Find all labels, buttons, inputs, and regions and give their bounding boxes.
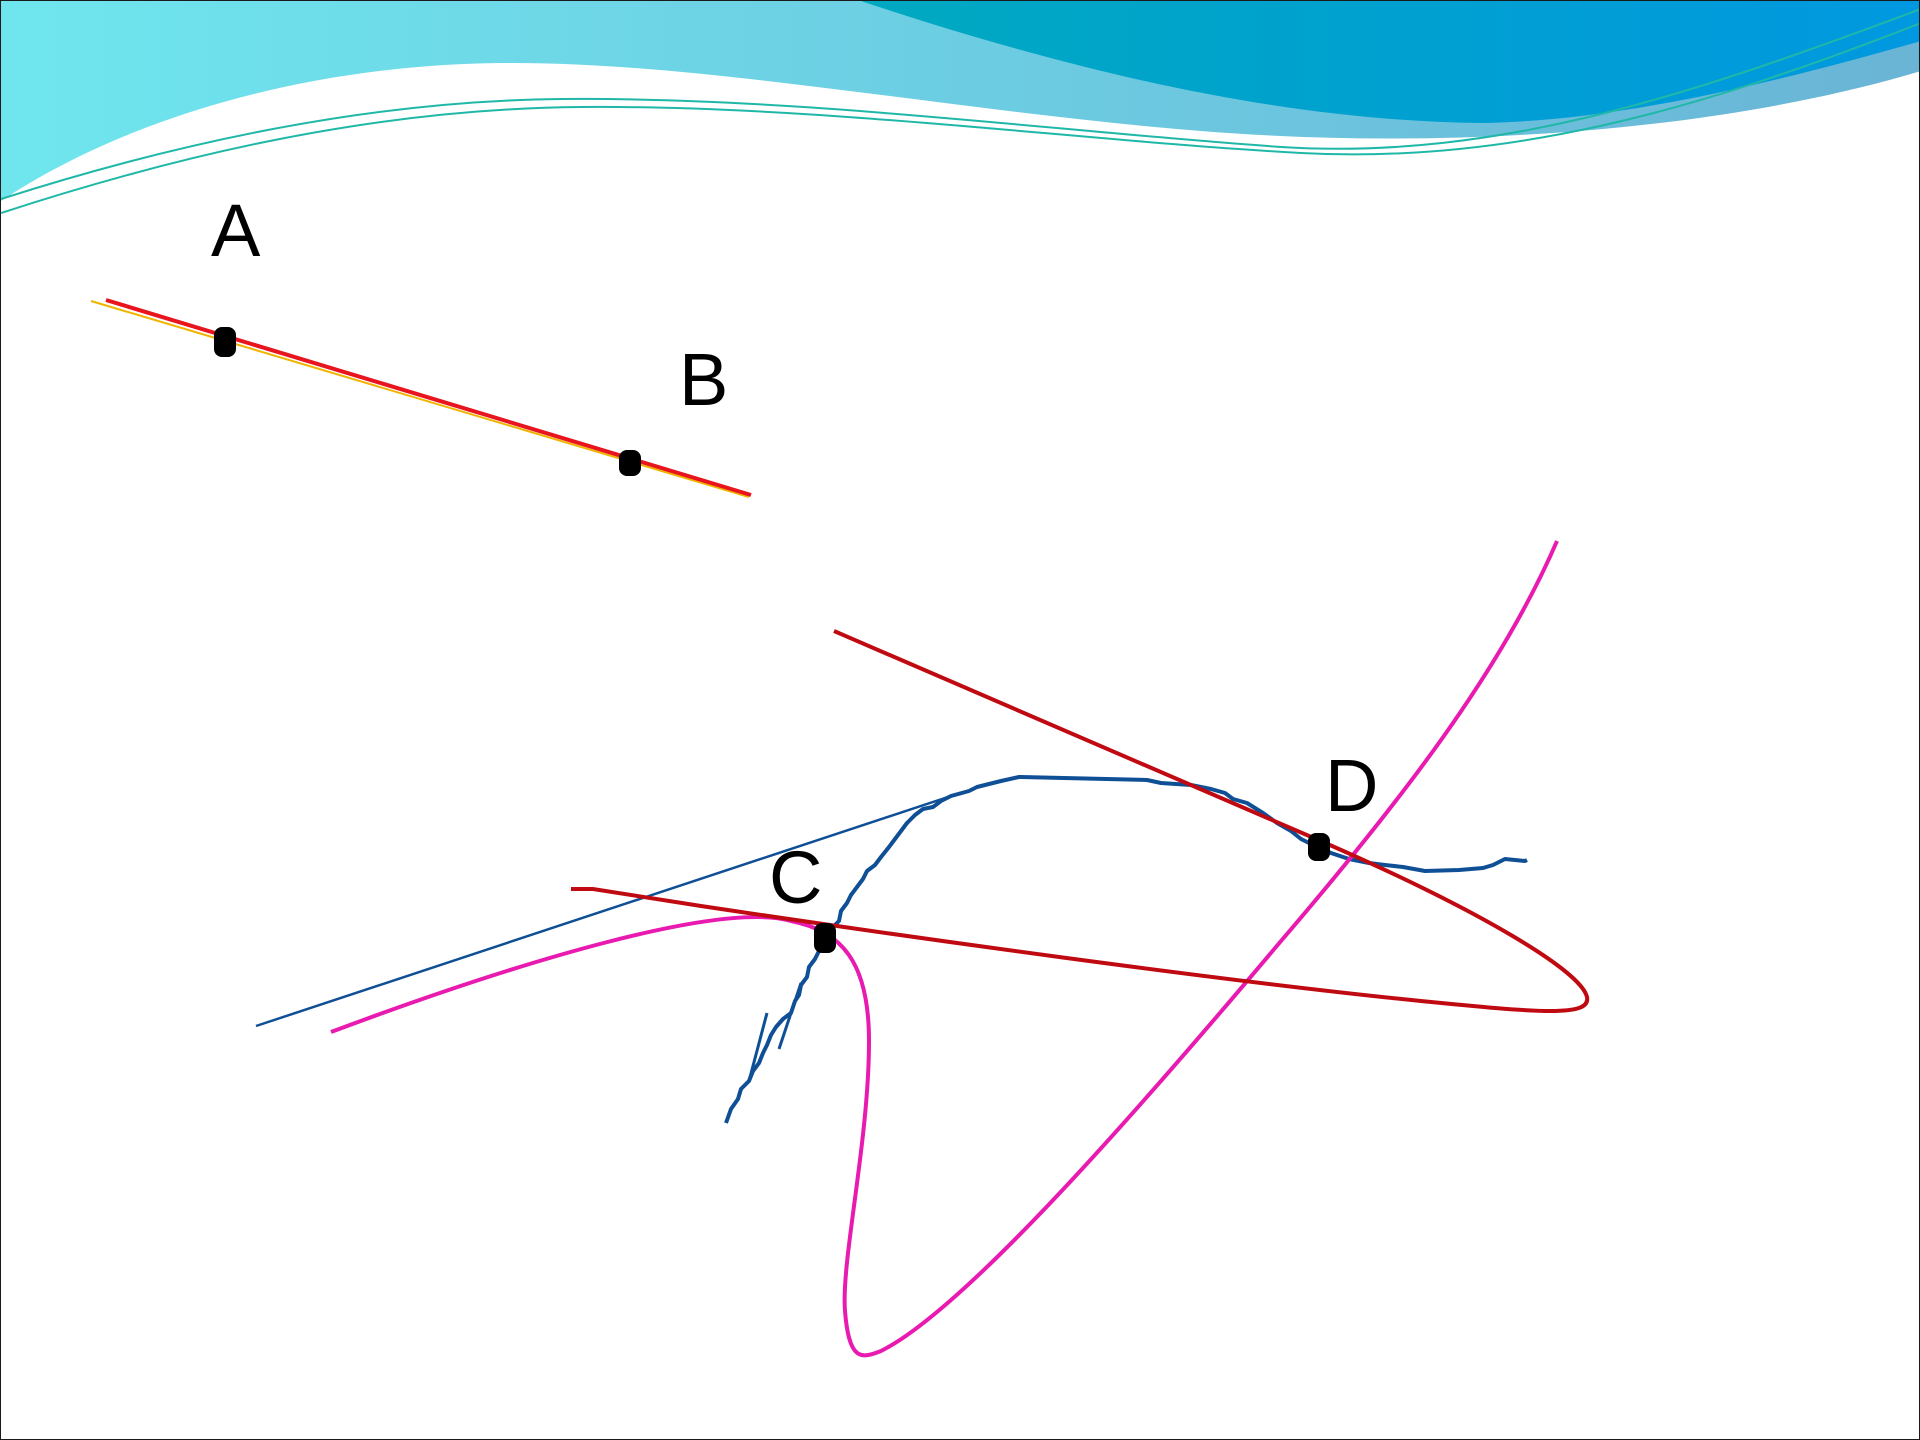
header-wave-decoration (1, 1, 1919, 214)
red-tangent-line-d (833, 629, 1324, 844)
header-thin-line-2 (1, 22, 1919, 214)
point-c-label: C (769, 836, 822, 919)
point-b-marker (619, 450, 641, 476)
blue-tangent-line (255, 794, 952, 1028)
line-ab (105, 298, 752, 497)
point-a-marker (214, 327, 236, 357)
point-a-label: A (211, 189, 261, 272)
line-ab-group: A B (90, 189, 752, 498)
magenta-curve (330, 540, 1559, 1358)
point-d-marker (1308, 833, 1330, 861)
point-b-label: B (679, 338, 728, 421)
point-c-marker (814, 923, 836, 953)
line-ab-underlay (90, 300, 750, 498)
blue-curve-group (255, 775, 1528, 1124)
points-cd-group: C D (769, 744, 1378, 953)
red-curve (571, 840, 1590, 1013)
header-wave-dark (861, 1, 1919, 123)
blue-curve-branch-2 (747, 1012, 769, 1082)
blue-curve-branch-1 (777, 982, 803, 1050)
header-thin-line-1 (1, 8, 1919, 200)
point-d-label: D (1325, 744, 1378, 827)
blue-curve (724, 775, 1528, 1124)
red-curve-group (571, 629, 1590, 1013)
